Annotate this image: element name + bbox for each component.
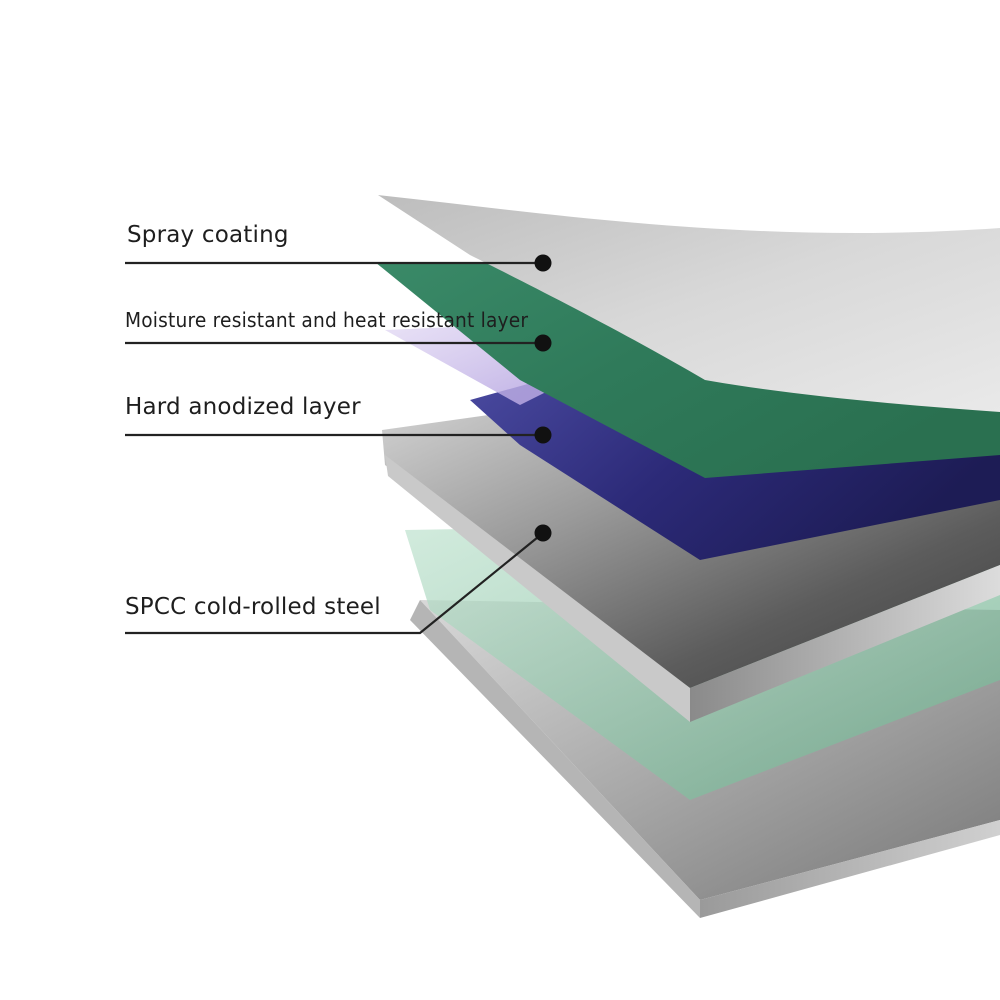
callout-hard-anodized-layer: Hard anodized layer (125, 394, 361, 420)
callout-moisture-heat-layer: Moisture resistant and heat resistant la… (125, 308, 528, 332)
marker-dot-steel (535, 525, 552, 542)
marker-dot-spray (535, 255, 552, 272)
marker-dot-moisture (535, 335, 552, 352)
marker-dot-anodized (535, 427, 552, 444)
callout-spcc-steel: SPCC cold-rolled steel (125, 594, 381, 620)
callout-spray-coating: Spray coating (127, 222, 289, 248)
